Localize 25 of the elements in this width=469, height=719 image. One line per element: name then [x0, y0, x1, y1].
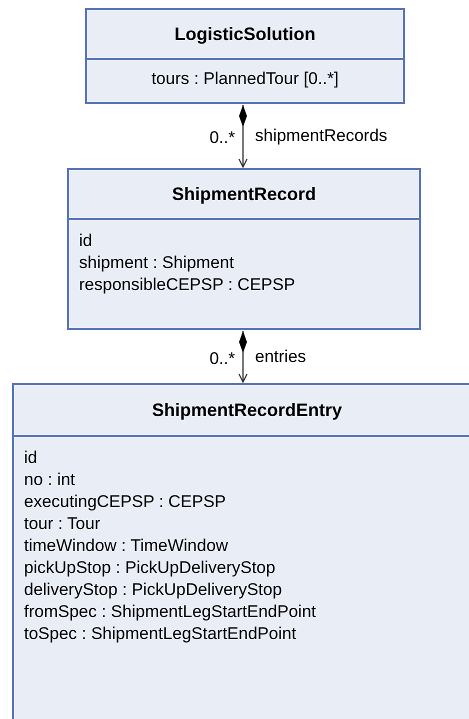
attribute-text: pickUpStop : PickUpDeliveryStop [24, 557, 276, 579]
attribute-text: toSpec : ShipmentLegStartEndPoint [24, 623, 296, 645]
class-box [85, 8, 405, 104]
attribute-text: tour : Tour [24, 513, 100, 535]
attribute-text: timeWindow : TimeWindow [24, 535, 228, 557]
attribute-text: id [79, 230, 92, 252]
class-box [12, 383, 469, 719]
class-name: ShipmentRecord [172, 182, 316, 206]
attribute-text: id [24, 447, 38, 469]
attribute-text: executingCEPSP : CEPSP [24, 491, 226, 513]
attribute-text: no : int [24, 469, 76, 491]
class-name: ShipmentRecordEntry [152, 398, 342, 422]
multiplicity-label: 0..* [208, 348, 235, 368]
role-label: shipmentRecords [255, 126, 388, 146]
multiplicity-label: 0..* [208, 128, 235, 148]
role-label: entries [255, 346, 306, 366]
class-box [67, 168, 421, 330]
composition-arrow [238, 105, 248, 168]
attribute-text: fromSpec : ShipmentLegStartEndPoint [24, 601, 316, 623]
attribute-text: deliveryStop : PickUpDeliveryStop [24, 579, 282, 601]
class-name: LogisticSolution [174, 22, 316, 46]
attribute-text: tours : PlannedTour [0..*] [151, 68, 339, 90]
attribute-text: responsibleCEPSP : CEPSP [79, 274, 296, 296]
attribute-text: shipment : Shipment [79, 252, 234, 274]
composition-arrow [238, 331, 248, 383]
